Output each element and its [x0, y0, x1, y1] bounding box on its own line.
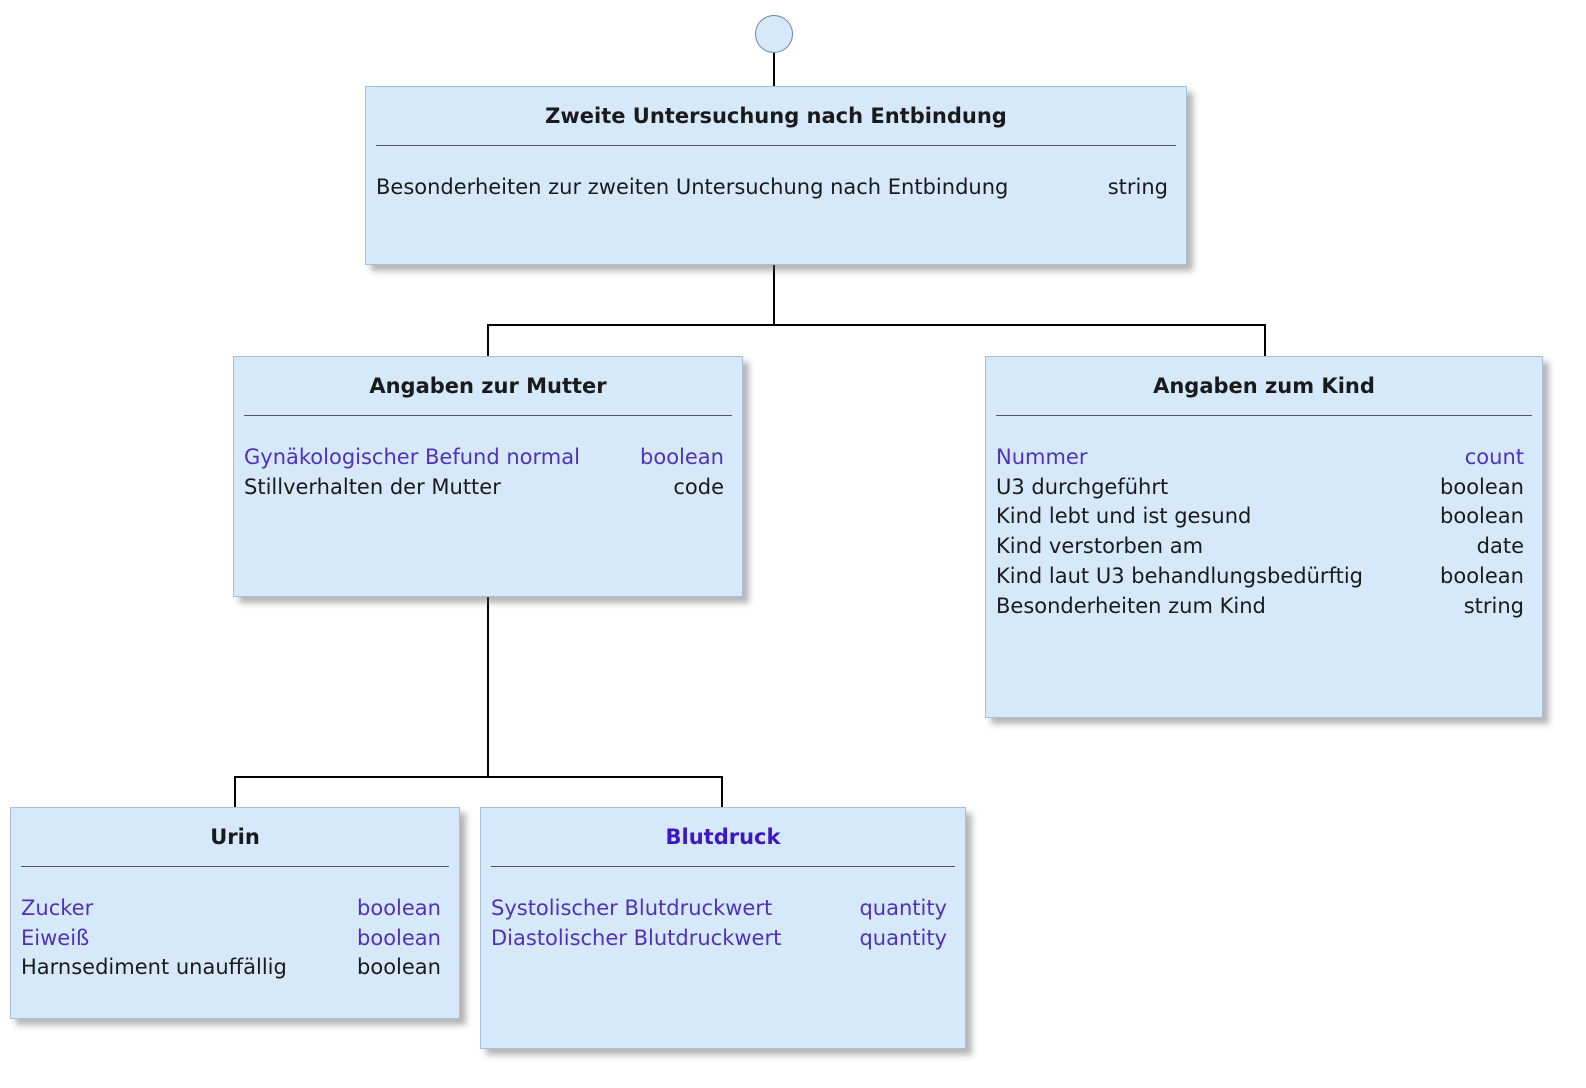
attribute-label: Kind verstorben am: [996, 534, 1204, 559]
attribute-type: boolean: [357, 925, 441, 950]
node-blutdruck[interactable]: Blutdruck Systolischer Blutdruckwert quan…: [480, 807, 966, 1049]
attribute-type: code: [673, 474, 724, 499]
attribute-type: date: [1476, 534, 1524, 559]
attribute-label: Kind laut U3 behandlungsbedürftig: [996, 563, 1363, 588]
attribute-label: Eiweiß: [21, 925, 90, 950]
attribute-type: boolean: [357, 896, 441, 920]
attribute-type: boolean: [1440, 474, 1524, 499]
attribute-row[interactable]: Nummer count: [996, 443, 1524, 473]
node-root[interactable]: Zweite Untersuchung nach Entbindung Beso…: [365, 86, 1187, 265]
attribute-row[interactable]: Systolischer Blutdruckwert quantity: [491, 894, 947, 924]
attribute-row: U3 durchgeführt boolean: [996, 473, 1524, 503]
attribute-type: count: [1464, 445, 1524, 469]
attribute-label: Gynäkologischer Befund normal: [244, 445, 580, 469]
attribute-row: Kind verstorben am date: [996, 532, 1524, 562]
attribute-row[interactable]: Eiweiß boolean: [21, 924, 441, 954]
attribute-type: quantity: [859, 925, 947, 950]
node-title[interactable]: Blutdruck: [491, 808, 955, 867]
attribute-row[interactable]: Gynäkologischer Befund normal boolean: [244, 443, 724, 473]
attribute-row[interactable]: Diastolischer Blutdruckwert quantity: [491, 924, 947, 954]
node-mutter[interactable]: Angaben zur Mutter Gynäkologischer Befun…: [233, 356, 743, 597]
node-title: Angaben zum Kind: [996, 357, 1532, 416]
connector-mutter-children: [234, 596, 489, 807]
node-title: Angaben zur Mutter: [244, 357, 732, 416]
start-node: [755, 15, 793, 53]
attribute-label: Harnsediment unauffällig: [21, 955, 287, 980]
attribute-row[interactable]: Zucker boolean: [21, 894, 441, 924]
attribute-label: Nummer: [996, 445, 1088, 469]
attribute-row: Harnsediment unauffällig boolean: [21, 953, 441, 983]
connector-mutter-blutdruck: [488, 776, 723, 807]
attribute-label: Besonderheiten zum Kind: [996, 593, 1266, 618]
attribute-row: Kind laut U3 behandlungsbedürftig boolean: [996, 562, 1524, 592]
node-title: Zweite Untersuchung nach Entbindung: [376, 87, 1176, 146]
attribute-row: Kind lebt und ist gesund boolean: [996, 502, 1524, 532]
node-rows: Besonderheiten zur zweiten Untersuchung …: [376, 173, 1168, 203]
attribute-type: boolean: [357, 955, 441, 980]
attribute-type: quantity: [859, 896, 947, 920]
attribute-type: boolean: [640, 445, 724, 469]
attribute-row: Besonderheiten zur zweiten Untersuchung …: [376, 173, 1168, 203]
node-kind[interactable]: Angaben zum Kind Nummer count U3 durchgefü…: [985, 356, 1543, 718]
attribute-label: Zucker: [21, 896, 94, 920]
connector-root-kind: [774, 324, 1266, 356]
attribute-label: Kind lebt und ist gesund: [996, 504, 1252, 529]
attribute-row: Besonderheiten zum Kind string: [996, 592, 1524, 622]
attribute-type: boolean: [1440, 563, 1524, 588]
attribute-label: Stillverhalten der Mutter: [244, 474, 501, 499]
attribute-label: Diastolischer Blutdruckwert: [491, 925, 782, 950]
attribute-row: Stillverhalten der Mutter code: [244, 473, 724, 503]
attribute-type: string: [1107, 175, 1168, 199]
connector-root-children: [487, 264, 775, 356]
attribute-label: Besonderheiten zur zweiten Untersuchung …: [376, 175, 1009, 199]
attribute-label: Systolischer Blutdruckwert: [491, 896, 773, 920]
attribute-type: string: [1463, 593, 1524, 618]
node-title: Urin: [21, 808, 449, 867]
attribute-type: boolean: [1440, 504, 1524, 529]
attribute-label: U3 durchgeführt: [996, 474, 1169, 499]
